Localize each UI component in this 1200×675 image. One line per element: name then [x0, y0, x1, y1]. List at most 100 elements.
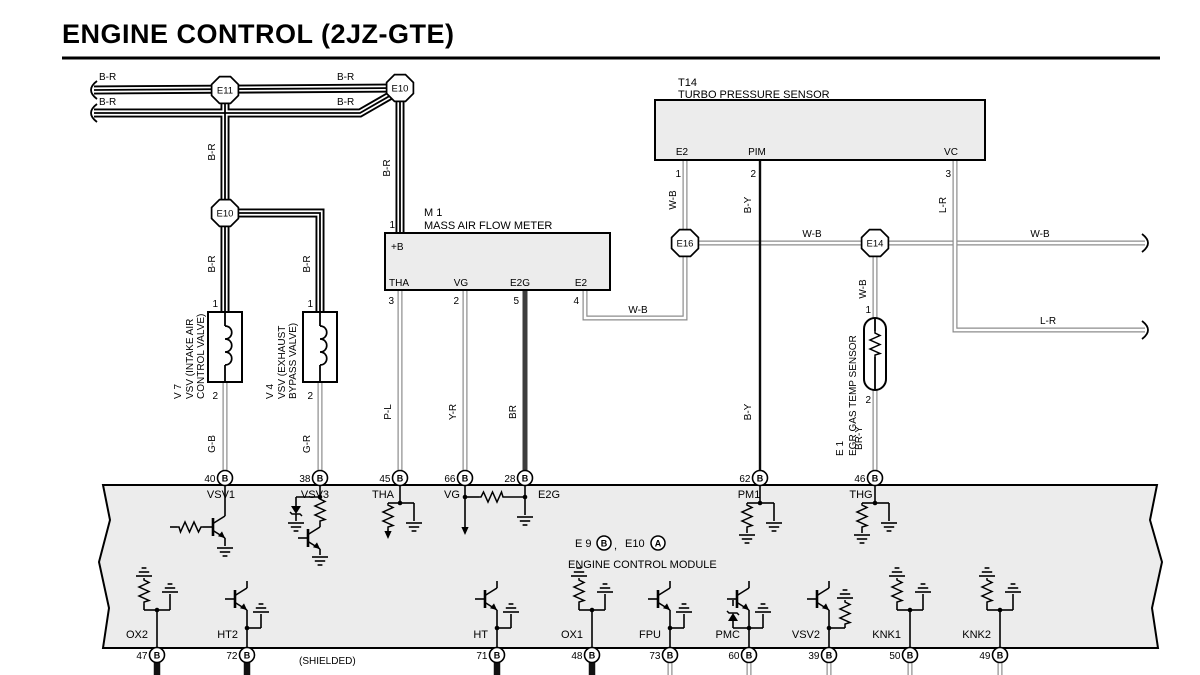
- ecm-ref1-connector-circle: [596, 535, 612, 551]
- wire-label-wb: W-B: [802, 229, 822, 240]
- wire-label-wb: W-B: [668, 190, 679, 210]
- terminal-vsv2: B 39 VSV2: [792, 629, 838, 664]
- terminal-label: PMC: [716, 629, 741, 641]
- ecm-name: ENGINE CONTROL MODULE: [568, 559, 717, 571]
- harness-bundles: [94, 88, 400, 312]
- terminal-label: FPU: [639, 629, 661, 641]
- t14-pin-num-pim: 2: [750, 169, 756, 180]
- terminal-conn-letter: B: [462, 474, 469, 484]
- terminal-label: PM1: [738, 489, 761, 501]
- terminal-vsv3: B 38 VSV3: [299, 469, 329, 501]
- terminal-conn-letter: B: [997, 651, 1004, 661]
- terminal-number: 39: [808, 651, 820, 662]
- terminal-number: 46: [854, 474, 866, 485]
- terminal-conn-letter: B: [154, 651, 161, 661]
- m1-pin-num-tha: 3: [388, 296, 394, 307]
- terminal-knk2: B 49 KNK2: [962, 629, 1009, 664]
- terminal-number: 40: [204, 474, 216, 485]
- v4-code: V 4: [265, 384, 276, 399]
- v7-pin2: 2: [212, 391, 218, 402]
- terminal-number: 73: [649, 651, 661, 662]
- wire-label-br: B-R: [337, 97, 354, 108]
- connector-label-e14: E14: [867, 239, 884, 250]
- terminal-number: 66: [444, 474, 456, 485]
- terminal-pmc: B 60 PMC: [716, 629, 758, 664]
- terminal-label: HT: [473, 629, 488, 641]
- terminal-number: 47: [136, 651, 148, 662]
- m1-pin-tha: THA: [389, 278, 409, 289]
- wire-label-br: B-R: [99, 72, 116, 83]
- terminal-ox1: B 48 OX1: [561, 629, 601, 664]
- bracket-right-lr: [1141, 320, 1149, 340]
- terminal-conn-letter: B: [222, 474, 229, 484]
- terminal-conn-letter: B: [826, 651, 833, 661]
- wire-label-yr: Y-R: [448, 404, 459, 420]
- ecm-ref1-conn: B: [601, 539, 608, 549]
- terminal-conn-letter: B: [522, 474, 529, 484]
- v4-name2: BYPASS VALVE): [288, 323, 299, 399]
- m1-pin-vg: VG: [454, 278, 469, 289]
- wire-label-br: B-R: [337, 72, 354, 83]
- terminal-conn-letter: B: [317, 474, 324, 484]
- terminal-conn-letter: B: [494, 651, 501, 661]
- terminal-ht: B 71 HT: [473, 629, 506, 664]
- m1-name: MASS AIR FLOW METER: [424, 220, 552, 232]
- component-egr-gas-temp-sensor: E 1 EGR GAS TEMP SENSOR 1 2: [835, 305, 887, 456]
- t14-pin-num-e2: 1: [675, 169, 681, 180]
- terminal-number: 45: [379, 474, 391, 485]
- t14-code: T14: [678, 77, 697, 89]
- wire-labels: B-R B-R B-R B-R B-R B-R B-R B-R G-B G-R …: [99, 72, 1056, 453]
- page-title: ENGINE CONTROL (2JZ-GTE): [62, 19, 455, 49]
- ecm-bottom-terminals: B 47 OX2 B 72 HT2 B 71 HT B 48 OX1 B 73 …: [126, 629, 1009, 667]
- ecm-ref2-connector-circle: [650, 535, 666, 551]
- m1-code: M 1: [424, 207, 442, 219]
- e1-code: E 1: [835, 441, 846, 456]
- t14-name: TURBO PRESSURE SENSOR: [678, 89, 830, 101]
- terminal-label: VSV2: [792, 629, 820, 641]
- wire-label-wb: W-B: [1030, 229, 1050, 240]
- wire-label-br: B-R: [207, 255, 218, 272]
- v4-pin1: 1: [307, 299, 313, 310]
- v7-code: V 7: [173, 384, 184, 399]
- harness-connectors: E11 E10 E10 E16 E14: [210, 73, 890, 258]
- component-turbo-pressure-sensor: T14 TURBO PRESSURE SENSOR E2 PIM VC 1 2 …: [654, 77, 986, 180]
- wire-label-lr: L-R: [938, 197, 949, 213]
- terminal-tha: B 45 THA: [372, 469, 409, 501]
- terminal-label: HT2: [217, 629, 238, 641]
- e1-name: EGR GAS TEMP SENSOR: [848, 335, 859, 456]
- ecm-internal-circuits: [135, 485, 1022, 647]
- terminal-label: THG: [849, 489, 872, 501]
- terminal-e2g: B 28 E2G: [504, 469, 560, 501]
- ecm-reference: E 9 B , E10 A ENGINE CONTROL MODULE: [568, 535, 717, 571]
- wire-label-br: B-R: [382, 159, 393, 176]
- m1-pin-e2: E2: [575, 278, 588, 289]
- connector-label-e11: E11: [217, 86, 233, 97]
- m1-pin-b: +B: [391, 242, 404, 253]
- solid-wires: [153, 160, 762, 675]
- m1-pin-e2g: E2G: [510, 278, 530, 289]
- component-mass-air-flow-meter: M 1 MASS AIR FLOW METER +B THA VG E2G E2…: [384, 207, 611, 307]
- terminal-number: 50: [889, 651, 901, 662]
- continuation-brackets: [90, 80, 1149, 340]
- component-vsv-intake-air-control-valve: V 7 VSV (INTAKE AIR CONTROL VALVE) 1 2: [173, 299, 243, 402]
- ecm-ref1: E 9: [575, 538, 592, 550]
- terminal-label: OX2: [126, 629, 148, 641]
- bracket-right-wb: [1141, 233, 1149, 253]
- terminal-label: OX1: [561, 629, 583, 641]
- terminal-conn-letter: B: [872, 474, 879, 484]
- wire-label-by: B-Y: [743, 196, 754, 213]
- terminal-number: 28: [504, 474, 516, 485]
- m1-pin-num-vg: 2: [453, 296, 459, 307]
- terminal-label: VSV1: [207, 489, 235, 501]
- terminal-thg: B 46 THG: [849, 469, 884, 501]
- terminal-ox2: B 47 OX2: [126, 629, 166, 664]
- wire-label-gb: G-B: [207, 435, 218, 453]
- bracket-left-bottom: [90, 103, 98, 123]
- terminal-label: THA: [372, 489, 395, 501]
- wire-label-gr: G-R: [302, 435, 313, 453]
- terminal-number: 49: [979, 651, 991, 662]
- terminal-number: 62: [739, 474, 751, 485]
- terminal-label: E2G: [538, 489, 560, 501]
- wire-label-pl: P-L: [383, 404, 394, 420]
- ecm-ref-comma: ,: [614, 540, 617, 552]
